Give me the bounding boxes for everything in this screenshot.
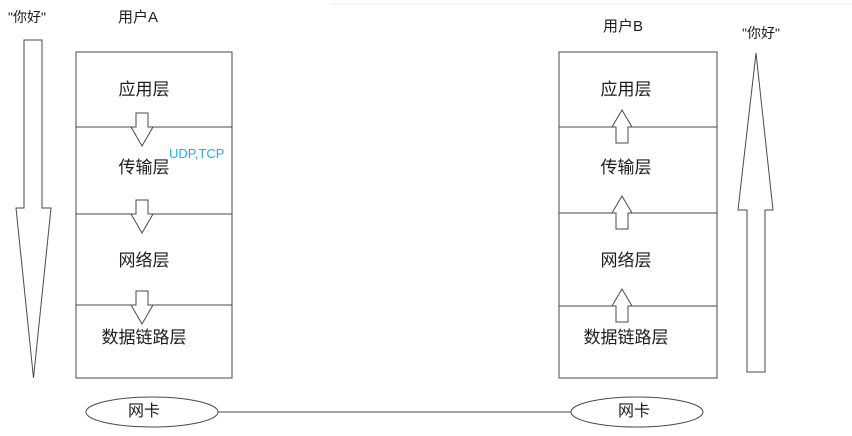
up-arrow-icon — [611, 195, 633, 230]
stack-b-transport-layer: 传输层 — [600, 158, 652, 177]
user-a-title: 用户A — [118, 9, 159, 26]
user-b-title: 用户B — [603, 18, 644, 35]
down-arrow-icon — [130, 112, 154, 147]
transport-protocols-label: UDP,TCP — [169, 146, 225, 161]
stack-b-network-layer: 网络层 — [600, 251, 652, 270]
nic-b-ellipse — [570, 396, 704, 428]
down-arrow-icon — [130, 199, 154, 234]
stack-b-datalink-layer: 数据链路层 — [583, 328, 669, 347]
up-arrow-icon — [611, 109, 633, 144]
long-down-arrow-icon — [15, 39, 52, 379]
nic-a-label: 网卡 — [127, 403, 161, 420]
stack-a-box — [75, 51, 233, 379]
nic-a-ellipse — [85, 396, 219, 428]
down-arrow-icon — [130, 290, 154, 325]
stack-b-application-layer: 应用层 — [600, 80, 652, 99]
message-left: "你好" — [8, 9, 46, 25]
stack-a-transport-layer: 传输层 — [118, 158, 170, 177]
long-up-arrow-icon — [737, 52, 774, 373]
up-arrow-icon — [611, 288, 633, 323]
nic-b-label: 网卡 — [617, 403, 651, 420]
stack-a-network-layer: 网络层 — [118, 251, 170, 270]
stack-a-application-layer: 应用层 — [118, 80, 170, 99]
stack-a-datalink-layer: 数据链路层 — [101, 328, 187, 347]
stack-b-box — [558, 51, 718, 379]
message-right: "你好" — [742, 25, 780, 41]
